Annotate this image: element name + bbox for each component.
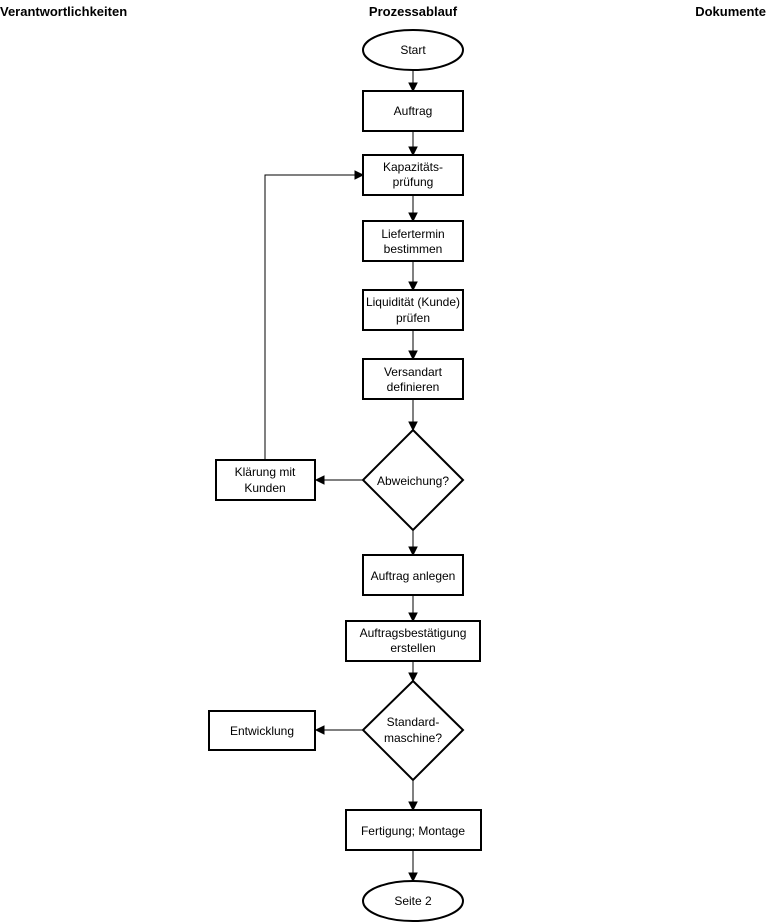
node-versandart[interactable]: Versandart definieren — [362, 358, 464, 400]
nodes: Start Auftrag Kapazitäts- prüfung Liefer… — [208, 29, 482, 922]
node-label-line-1: Versandart — [384, 365, 443, 379]
process-shape — [345, 809, 482, 851]
process-shape — [215, 459, 316, 501]
node-label-line-2: maschine? — [384, 731, 442, 745]
node-auftrag-anlegen[interactable]: Auftrag anlegen — [362, 554, 464, 596]
node-start[interactable]: Start — [362, 29, 464, 71]
node-label-line-1: Kapazitäts- — [383, 160, 443, 174]
node-label-line-2: prüfung — [393, 175, 434, 189]
process-shape — [208, 710, 316, 751]
process-shape — [362, 358, 464, 400]
node-label-line-2: erstellen — [390, 641, 435, 655]
edges — [264, 70, 418, 883]
node-kapazitaetspruefung[interactable]: Kapazitäts- prüfung — [362, 154, 464, 196]
column-header-process-flow: Prozessablauf — [369, 4, 458, 19]
node-auftrag[interactable]: Auftrag — [362, 90, 464, 132]
decision-shape — [361, 679, 465, 782]
node-label-line-1: Liefertermin — [381, 227, 444, 241]
edge-start-auftrag — [408, 70, 418, 93]
node-liefertermin[interactable]: Liefertermin bestimmen — [362, 220, 464, 262]
node-label-line-1: Standard- — [387, 715, 440, 729]
decision-shape — [361, 428, 465, 532]
node-entwicklung[interactable]: Entwicklung — [208, 710, 316, 751]
node-label: Fertigung; Montage — [361, 824, 465, 838]
node-fertigung[interactable]: Fertigung; Montage — [345, 809, 482, 851]
edge-auftrag-anlegen-bestaetigung — [408, 595, 418, 623]
edge-kapazitaet-liefertermin — [408, 195, 418, 223]
edge-versandart-abweichung — [408, 399, 418, 432]
terminal-shape — [362, 880, 464, 922]
node-label: Abweichung? — [377, 474, 449, 488]
node-auftragsbestaetigung[interactable]: Auftragsbestätigung erstellen — [345, 620, 481, 662]
node-seite-2[interactable]: Seite 2 — [362, 880, 464, 922]
node-abweichung-decision[interactable]: Abweichung? — [361, 428, 465, 532]
process-shape — [362, 554, 464, 596]
node-label-line-2: bestimmen — [384, 242, 443, 256]
edge-bestaetigung-standard — [408, 661, 418, 683]
node-liquiditaet[interactable]: Liquidität (Kunde) prüfen — [362, 289, 464, 331]
node-label: Auftrag — [394, 104, 433, 118]
node-label-line-2: Kunden — [244, 481, 285, 495]
node-label-line-1: Klärung mit — [235, 465, 296, 479]
node-label-line-2: prüfen — [396, 311, 430, 325]
edge-abweichung-auftrag-anlegen — [408, 530, 418, 557]
node-label: Start — [400, 43, 426, 57]
edge-fertigung-seite2 — [408, 850, 418, 883]
process-shape — [345, 620, 481, 662]
node-label: Entwicklung — [230, 724, 294, 738]
node-label: Auftrag anlegen — [371, 569, 456, 583]
node-standardmaschine-decision[interactable]: Standard- maschine? — [361, 679, 465, 782]
terminal-shape — [362, 29, 464, 71]
edge-abweichung-klaerung — [314, 475, 363, 485]
process-shape — [362, 90, 464, 132]
process-shape — [362, 154, 464, 196]
edge-standard-entwicklung — [314, 725, 363, 735]
edge-auftrag-kapazitaet — [408, 131, 418, 157]
node-label: Seite 2 — [394, 894, 432, 908]
column-header-responsibilities: Verantwortlichkeiten — [0, 4, 127, 19]
column-header-documents: Dokumente — [695, 4, 766, 19]
node-label-line-2: definieren — [387, 380, 440, 394]
edge-standard-fertigung — [408, 780, 418, 812]
edge-liquiditaet-versandart — [408, 330, 418, 361]
node-label-line-1: Auftragsbestätigung — [360, 626, 467, 640]
node-label-line-1: Liquidität (Kunde) — [366, 295, 460, 309]
edge-klaerung-kapazitaet — [264, 170, 365, 460]
edge-liefertermin-liquiditaet — [408, 261, 418, 292]
process-shape — [362, 220, 464, 262]
process-shape — [362, 289, 464, 331]
node-klaerung[interactable]: Klärung mit Kunden — [215, 459, 316, 501]
